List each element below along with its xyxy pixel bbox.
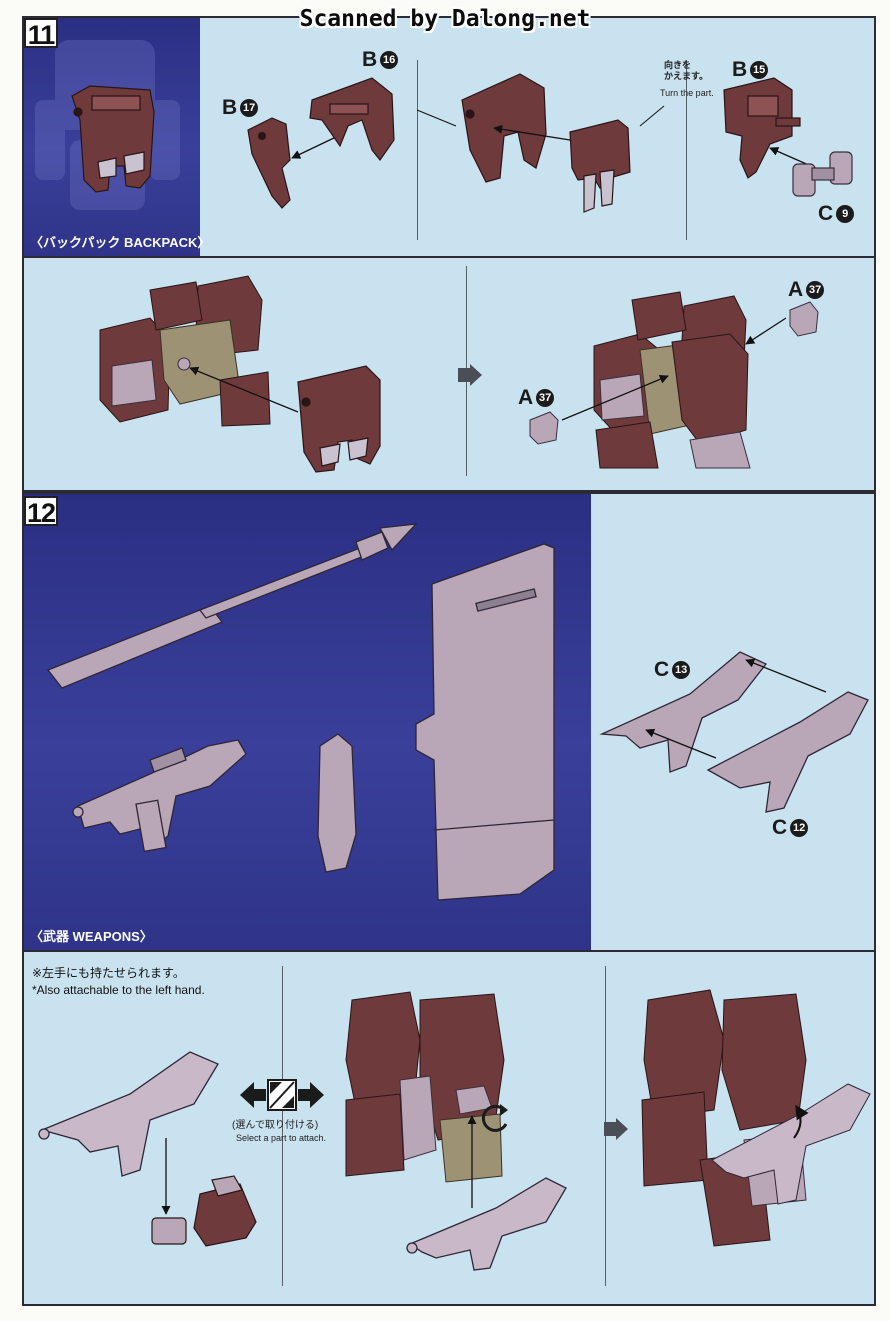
backpack-assembled: [297, 365, 381, 473]
gun-left-hand: [38, 1051, 219, 1177]
part-b17: [247, 117, 291, 209]
arrow-right-icon: [458, 364, 482, 386]
select-part-icon: [240, 1078, 324, 1112]
step-number-12: 12: [24, 496, 58, 528]
select-note-en: Select a part to attach.: [236, 1133, 327, 1143]
section-title-backpack: 〈バックパック BACKPACK〉: [30, 235, 211, 250]
divider: [417, 60, 418, 240]
gun-half-c12: [706, 691, 869, 813]
backpack-insert: [569, 119, 631, 213]
gun-attach: [406, 1177, 567, 1271]
part-b15: [723, 77, 801, 179]
shield: [415, 543, 555, 901]
divider: [686, 60, 687, 240]
left-hand-note-jp: ※左手にも持たせられます。: [32, 966, 185, 980]
watermark: Scanned by Dalong.net: [299, 6, 591, 32]
part-a37-left: [529, 411, 559, 445]
robot-torso-right: [593, 291, 751, 469]
gun-half-c13: [599, 651, 768, 773]
left-hand: [151, 1175, 257, 1247]
divider: [282, 966, 283, 1286]
robot-torso-left: [99, 275, 271, 427]
rotate-icon: [478, 1102, 512, 1136]
arrow-right-icon: [604, 1118, 628, 1140]
machine-gun-large: [72, 739, 247, 853]
section-title-weapons: 〈武器 WEAPONS〉: [30, 929, 153, 944]
part-b16: [309, 77, 395, 162]
left-hand-note-en: *Also attachable to the left hand.: [32, 983, 205, 997]
robot-holding-gun: [641, 989, 871, 1247]
shield-part-small: [317, 733, 357, 873]
turn-note-jp: 向きを かえます。: [664, 60, 709, 81]
turn-note-en: Turn the part.: [660, 88, 714, 98]
robot-arm-view: [345, 991, 505, 1183]
backpack-part: [71, 85, 155, 193]
backpack-half: [461, 73, 547, 183]
select-note-jp: (選んで取り付ける): [232, 1120, 319, 1131]
step-number-11: 11: [24, 18, 58, 50]
part-c9: [792, 151, 853, 197]
part-a37-top: [789, 301, 819, 337]
heat-spear: [46, 523, 418, 689]
